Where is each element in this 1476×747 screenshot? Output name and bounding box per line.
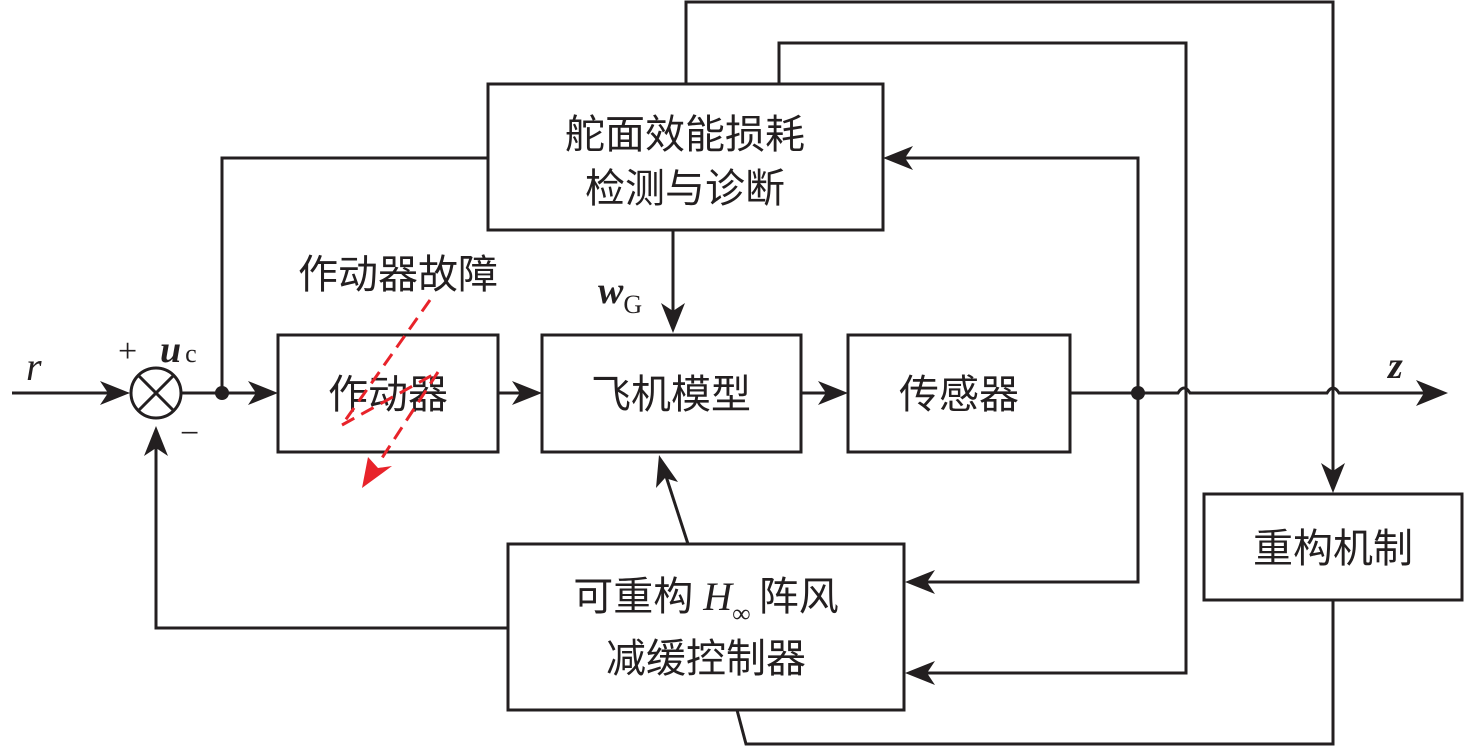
signal-r: r [26,344,42,389]
wire-controller-to-aircraft [662,469,690,545]
controller-prefix: 可重构 [573,574,693,620]
wire-uc-to-diagnosis [220,156,488,393]
fault-dashed-line-1 [340,299,432,426]
block-aircraft-model: 飞机模型 [540,333,803,454]
wire-diagnosis-to-controller [777,41,1188,675]
diagnosis-label-line1: 舵面效能损耗 [565,112,805,158]
arrow-to-controller-2 [905,661,935,685]
signal-wg-main: w [598,270,624,312]
arrow-output-z [1416,380,1448,406]
arrow-to-sum [144,426,168,456]
arrow-to-actuator [248,381,278,405]
signal-z: z [1386,345,1403,387]
signal-uc-sub: c [185,339,197,368]
arrow-to-sensor [818,381,848,405]
sensor-label: 传感器 [899,372,1019,418]
sign-plus: + [118,333,137,370]
actuator-label: 作动器 [328,372,448,418]
block-reconfig-mechanism: 重构机制 [1202,492,1464,602]
fault-label: 作动器故障 [298,252,498,298]
sign-minus: − [180,415,199,452]
fault-arrow-head [362,457,392,488]
arrow-to-controller-1 [905,570,935,594]
fault-indicator [340,299,440,488]
arrow-to-aircraft [512,381,542,405]
controller-label-line2: 减缓控制器 [606,636,806,682]
arrow-to-diagnosis [883,146,913,170]
wire-reconfig-to-controller [735,601,1335,746]
reconfig-label: 重构机制 [1253,526,1413,572]
wire-feedback-to-controller-1 [918,393,1140,584]
diagnosis-label-line2: 检测与诊断 [585,166,785,212]
signal-wg: wG [598,270,642,319]
controller-subscript: ∞ [732,599,751,628]
wire-feedback-to-diagnosis [896,156,1140,393]
block-actuator: 作动器 [276,333,500,454]
block-sensor: 传感器 [846,333,1072,454]
controller-suffix: 阵风 [759,574,839,620]
aircraft-label: 飞机模型 [591,372,751,418]
wire-output-z [1070,386,1432,395]
summing-junction [129,366,183,420]
arrow-controller-to-aircraft [656,455,678,488]
fault-dashed-line-2 [341,370,439,427]
arrow-to-reconfig [1321,463,1345,493]
block-diagnosis: 舵面效能损耗 检测与诊断 [486,82,885,232]
wire-diagnosis-to-reconfig [684,0,1335,478]
arrow-reference [100,381,130,405]
signal-uc-main: u [160,329,181,371]
controller-symbol: H [702,574,734,619]
signal-wg-sub: G [623,290,642,319]
fault-dashed-line-3 [380,371,440,459]
wire-controller-to-sum [154,440,508,630]
arrow-gust [661,303,685,333]
